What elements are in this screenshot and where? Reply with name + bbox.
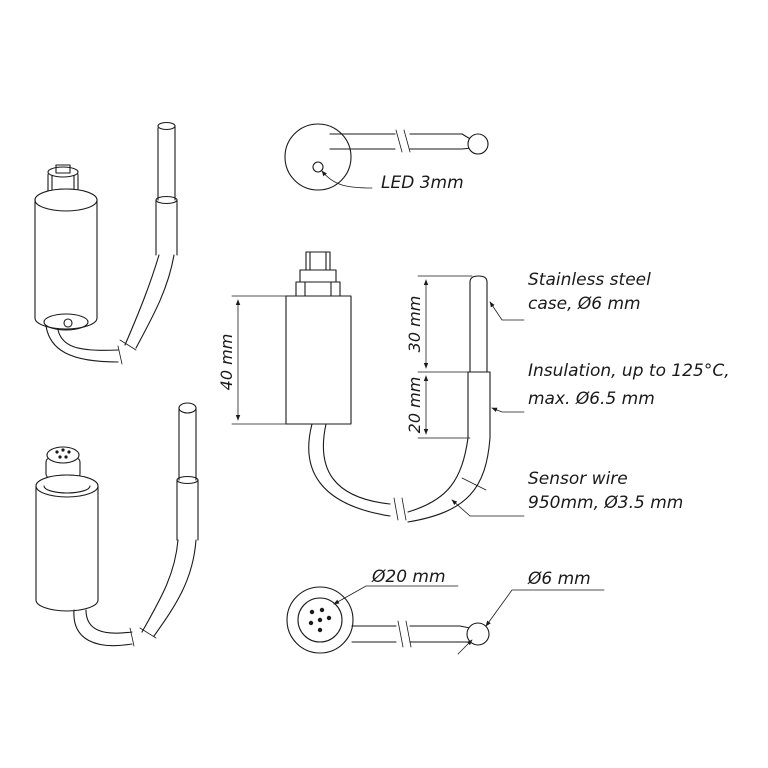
iso-view-bottom (35, 402, 199, 647)
connector-diameter-label: Ø20 mm (371, 567, 446, 587)
wire-label-line2: 950mm, Ø3.5 mm (528, 493, 683, 513)
wire-label-line1: Sensor wire (528, 469, 628, 489)
steel-label-line1: Stainless steel (528, 270, 651, 290)
steel-length-dimension: 30 mm (405, 296, 424, 353)
insulation-length-dimension: 20 mm (405, 377, 424, 434)
bottom-view-connector (286, 585, 605, 655)
insulation-label-line2: max. Ø6.5 mm (528, 389, 655, 409)
led-label: LED 3mm (381, 173, 464, 193)
top-view-led (284, 123, 489, 191)
front-view (231, 251, 407, 521)
side-view-probe (407, 275, 525, 523)
insulation-label-line1: Insulation, up to 125°C, (528, 361, 730, 381)
probe-diameter-label: Ø6 mm (527, 569, 591, 589)
housing-length-dimension: 40 mm (217, 334, 236, 391)
iso-view-top (34, 121, 178, 365)
steel-label-line2: case, Ø6 mm (528, 294, 641, 314)
